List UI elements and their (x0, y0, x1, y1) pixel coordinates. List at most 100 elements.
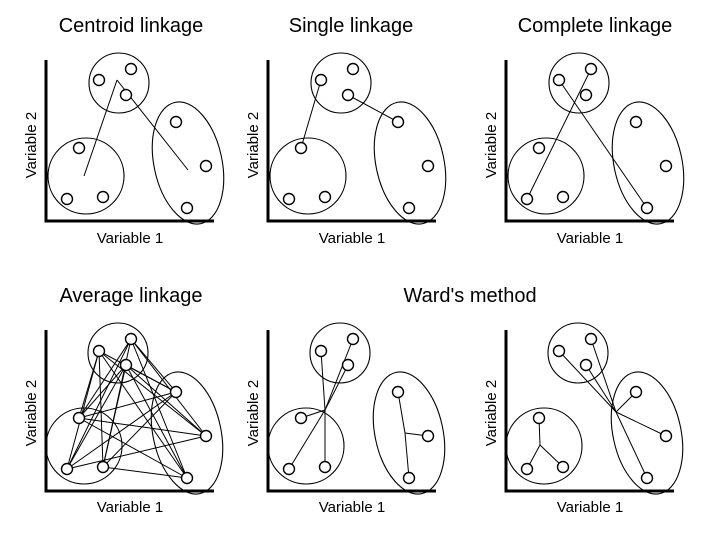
y-axis-label-centroid: Variable 2 (23, 112, 40, 178)
panel-ward-2: Variable 1 Variable 2 (483, 322, 684, 516)
y-axis-label-ward-2: Variable 2 (483, 380, 500, 446)
cluster-hull-right (611, 101, 685, 225)
data-point (579, 358, 593, 372)
x-axis-label-average: Variable 1 (97, 499, 163, 516)
linkage-line (526, 68, 592, 200)
y-axis-label-ward-1: Variable 2 (245, 380, 262, 446)
data-point (520, 462, 534, 476)
data-point (659, 159, 673, 173)
data-point (318, 190, 332, 204)
cluster-hull-right (372, 371, 446, 495)
data-point (584, 62, 598, 76)
data-point (421, 429, 435, 443)
data-point (180, 201, 194, 215)
data-point (119, 88, 133, 102)
y-axis-label-average: Variable 2 (23, 380, 40, 446)
data-point (169, 115, 183, 129)
y-axis-label-single: Variable 2 (245, 112, 262, 178)
linkage-line (347, 94, 399, 123)
title-centroid-linkage: Centroid linkage (59, 15, 204, 37)
title-single-linkage: Single linkage (289, 15, 414, 37)
panel-ward-1: Variable 1 Variable 2 (245, 322, 446, 516)
cluster-hull-left (267, 407, 345, 485)
data-point (341, 358, 355, 372)
data-point (72, 141, 86, 155)
data-point (314, 344, 328, 358)
data-point (124, 62, 138, 76)
data-point (391, 385, 405, 399)
title-complete-linkage: Complete linkage (518, 15, 673, 37)
cluster-hull-top (548, 52, 610, 114)
data-point (532, 411, 546, 425)
data-point (556, 460, 570, 474)
data-point (96, 190, 110, 204)
data-point (659, 429, 673, 443)
axes-centroid (44, 60, 214, 223)
data-point (180, 471, 194, 485)
panel-complete: Variable 1 Variable 2 (483, 52, 685, 247)
axes-ward-2 (504, 330, 674, 493)
ward-linkage-lines (288, 338, 429, 479)
data-point (60, 192, 74, 206)
cluster-hull-top (309, 322, 371, 384)
data-point (579, 88, 593, 102)
data-point (584, 332, 598, 346)
data-point (96, 460, 110, 474)
x-axis-label-single: Variable 1 (319, 230, 385, 247)
data-point (640, 201, 654, 215)
axes-single (266, 60, 436, 223)
data-point (552, 73, 566, 87)
data-point (124, 332, 138, 346)
data-point (318, 460, 332, 474)
data-point (294, 141, 308, 155)
axes-average (44, 330, 214, 493)
cluster-hull-right (610, 371, 684, 495)
panel-single: Variable 1 Variable 2 (245, 52, 447, 247)
data-point (532, 141, 546, 155)
data-point (92, 73, 106, 87)
data-point (391, 115, 405, 129)
data-point (346, 62, 360, 76)
cluster-hull-left (507, 137, 585, 215)
data-point (640, 471, 654, 485)
cluster-hull-top (547, 322, 609, 384)
linkage-line (558, 79, 648, 209)
title-wards-method: Ward's method (403, 285, 536, 307)
cluster-hull-top (88, 52, 150, 114)
x-axis-label-centroid: Variable 1 (97, 230, 163, 247)
linkage-line (300, 79, 322, 149)
data-point (520, 192, 534, 206)
data-point (556, 190, 570, 204)
data-point (282, 462, 296, 476)
data-point (92, 344, 106, 358)
linkage-line (83, 79, 118, 177)
data-point (341, 88, 355, 102)
x-axis-label-ward-1: Variable 1 (319, 499, 385, 516)
data-point (60, 462, 74, 476)
data-point (402, 201, 416, 215)
title-average-linkage: Average linkage (59, 285, 202, 307)
cluster-hull-left (505, 407, 583, 485)
cluster-hull-top (87, 322, 149, 384)
data-point (199, 429, 213, 443)
data-point (629, 385, 643, 399)
data-point (72, 411, 86, 425)
data-point (629, 115, 643, 129)
data-point (282, 192, 296, 206)
cluster-hull-right (151, 101, 225, 225)
cluster-hull-right (373, 101, 447, 225)
x-axis-label-ward-2: Variable 1 (557, 499, 623, 516)
data-point (421, 159, 435, 173)
cluster-hull-left (269, 137, 347, 215)
data-point (119, 358, 133, 372)
y-axis-label-complete: Variable 2 (483, 112, 500, 178)
panel-centroid: Variable 1 Variable 2 (23, 52, 225, 247)
cluster-hull-top (310, 52, 372, 114)
data-point (169, 385, 183, 399)
data-point (199, 159, 213, 173)
average-linkage-lines (66, 338, 207, 479)
data-point (346, 332, 360, 346)
axes-ward-1 (266, 330, 436, 493)
x-axis-label-complete: Variable 1 (557, 230, 623, 247)
